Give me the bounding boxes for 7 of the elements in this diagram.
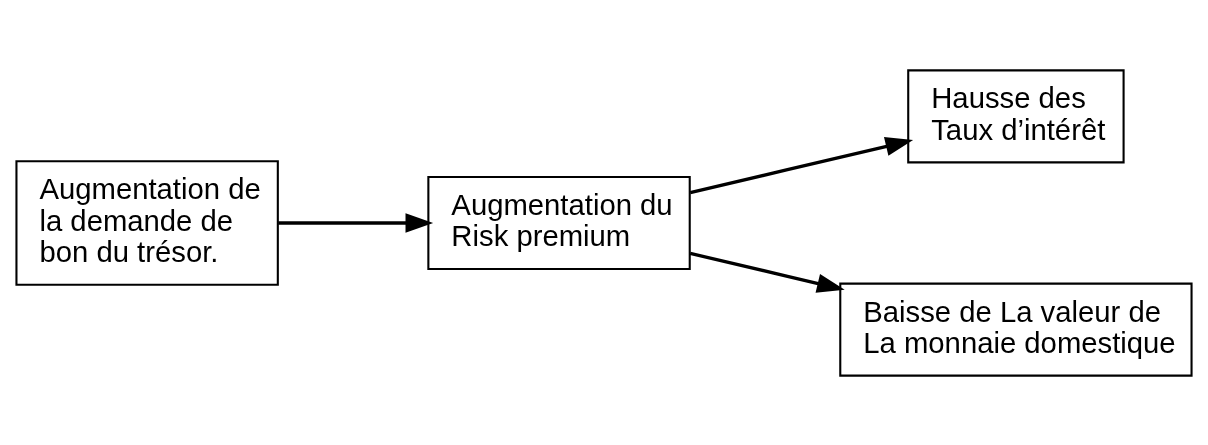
arrow <box>278 212 434 233</box>
node-box: Hausse des Taux d’intérêt <box>907 68 1125 163</box>
node-box: Augmentation de la demande de bon du trésor. <box>15 159 279 286</box>
arrow <box>689 136 914 194</box>
arrow <box>689 251 845 293</box>
node-box: Baisse de La valeur de La monnaie domestique <box>839 282 1193 377</box>
node-box: Augmentation du Risk premium <box>427 175 691 270</box>
